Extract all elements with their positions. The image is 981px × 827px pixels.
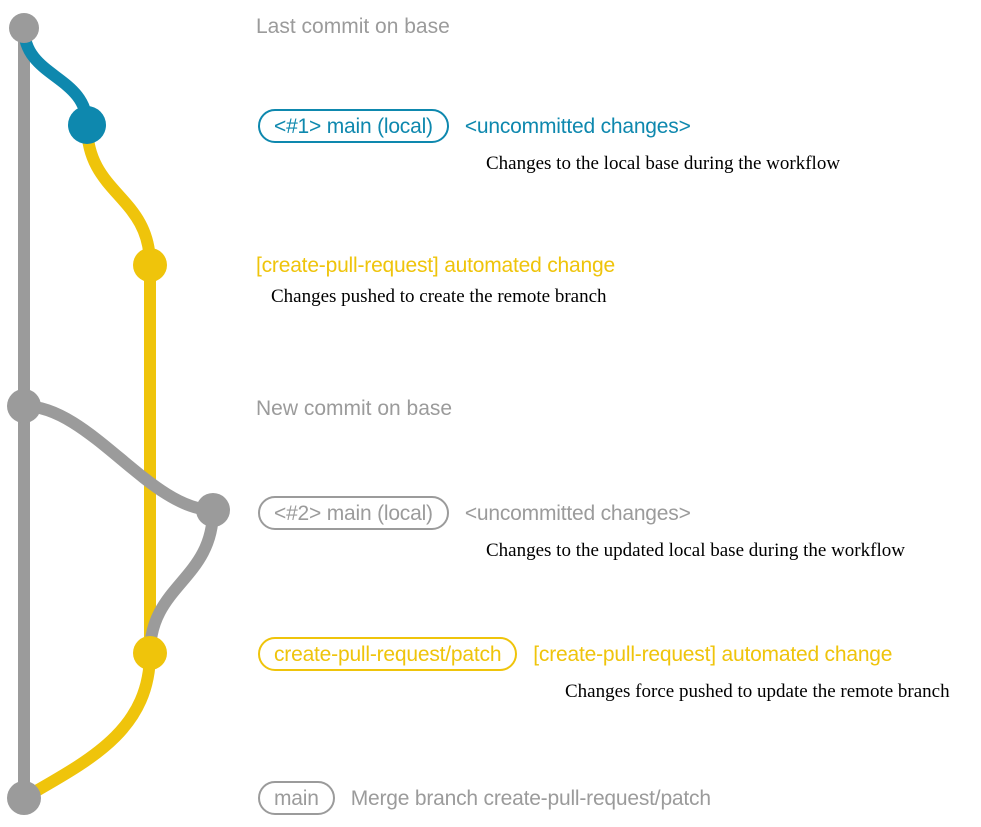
commit-node-local-uncommitted-2[interactable] — [196, 493, 230, 527]
commit-subject-local-uncommitted-2: <uncommitted changes> — [464, 501, 691, 525]
commit-note-automated-change-update: Changes force pushed to update the remot… — [565, 681, 950, 702]
branch-badge-main-local-2[interactable]: <#2> main (local) — [258, 496, 449, 530]
commit-subject-new-commit-on-base: New commit on base — [256, 397, 453, 420]
commit-node-new-commit-on-base[interactable] — [7, 389, 41, 423]
commit-row-merge-commit: main Merge branch create-pull-request/pa… — [258, 781, 711, 815]
commit-row-line: Last commit on base — [256, 16, 450, 37]
commit-subject-automated-change-create: [create-pull-request] automated change — [256, 254, 615, 277]
commit-subject-merge-commit: Merge branch create-pull-request/patch — [350, 786, 711, 810]
commit-row-automated-change-update: create-pull-request/patch [create-pull-r… — [258, 637, 950, 701]
commit-subject-last-commit-on-base: Last commit on base — [256, 15, 450, 38]
branch-badge-main-local-1[interactable]: <#1> main (local) — [258, 109, 449, 143]
commit-row-line: create-pull-request/patch [create-pull-r… — [258, 637, 892, 671]
commit-row-automated-change-create: [create-pull-request] automated change C… — [256, 255, 615, 306]
commit-row-line: <#1> main (local) <uncommitted changes> — [258, 109, 691, 143]
commit-row-line: main Merge branch create-pull-request/pa… — [258, 781, 711, 815]
edge-local-1-to-patch-1 — [81, 119, 156, 271]
edge-base-to-local-2 — [18, 400, 219, 516]
edge-local-2-to-patch-2 — [144, 504, 219, 659]
commit-row-line: New commit on base — [256, 398, 452, 419]
commit-row-local-uncommitted-2: <#2> main (local) <uncommitted changes> … — [258, 496, 905, 560]
commit-row-line: [create-pull-request] automated change — [256, 255, 615, 276]
commit-subject-local-uncommitted-1: <uncommitted changes> — [464, 114, 691, 138]
edge-patch-2-to-merge — [18, 647, 156, 804]
branch-badge-main[interactable]: main — [258, 781, 335, 815]
commit-node-last-commit-on-base[interactable] — [9, 13, 39, 43]
commit-subject-automated-change-update: [create-pull-request] automated change — [533, 642, 893, 666]
commit-row-local-uncommitted-1: <#1> main (local) <uncommitted changes> … — [258, 109, 840, 173]
commit-note-local-uncommitted-1: Changes to the local base during the wor… — [486, 153, 841, 174]
branch-badge-create-pull-request-patch[interactable]: create-pull-request/patch — [258, 637, 518, 671]
commit-row-last-commit-on-base: Last commit on base — [256, 16, 450, 37]
commit-note-automated-change-create: Changes pushed to create the remote bran… — [271, 286, 607, 307]
commit-note-local-uncommitted-2: Changes to the updated local base during… — [486, 540, 905, 561]
commit-nodes — [7, 13, 230, 815]
commit-node-automated-change-create[interactable] — [133, 248, 167, 282]
commit-row-new-commit-on-base: New commit on base — [256, 398, 452, 419]
commit-row-line: <#2> main (local) <uncommitted changes> — [258, 496, 691, 530]
commit-node-merge-commit[interactable] — [7, 781, 41, 815]
commit-node-local-uncommitted-1[interactable] — [68, 106, 106, 144]
commit-node-automated-change-update[interactable] — [133, 636, 167, 670]
